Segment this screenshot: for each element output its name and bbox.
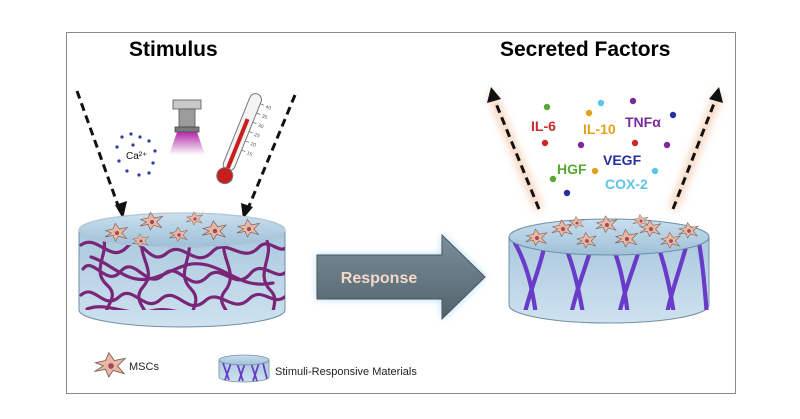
response-label: Response	[341, 270, 418, 287]
secretion-arrows	[486, 87, 724, 211]
secretion-arrow-right-head	[709, 87, 723, 103]
stimulus-arrow-right	[245, 94, 297, 212]
legend-material-icon	[218, 354, 270, 383]
cells-on-gel-right	[525, 213, 699, 249]
thermo-tick-3: 25	[253, 132, 261, 140]
factor-vegf: VEGF	[603, 152, 642, 168]
factor-il6: IL-6	[531, 118, 556, 134]
secretion-arrow-left	[493, 100, 541, 210]
secretion-arrow-left-head	[487, 87, 501, 103]
stimulus-arrows	[75, 90, 297, 219]
legend-material-label: Stimuli-Responsive Materials	[275, 366, 417, 378]
factor-dots	[541, 97, 677, 197]
light-source-icon	[169, 99, 205, 155]
diagram-canvas: Ca²⁺ 40 35 30 25 20 15	[75, 87, 724, 383]
thermometer-icon: 40 35 30 25 20 15	[216, 93, 272, 185]
legend: MSCs Stimuli-Responsive Materials	[94, 351, 417, 383]
stimulus-arrow-right-head	[241, 203, 253, 219]
factor-cox2: COX-2	[605, 176, 648, 192]
thermo-tick-1: 35	[261, 113, 269, 121]
secretion-arrow-right	[671, 100, 717, 210]
calcium-ions: Ca²⁺	[115, 132, 157, 177]
cells-on-gel-left	[104, 211, 261, 248]
stimulus-arrow-left	[75, 90, 122, 212]
legend-cells-label: MSCs	[129, 361, 159, 373]
legend-cell-icon	[94, 351, 127, 378]
calcium-label: Ca²⁺	[126, 151, 147, 162]
thermo-tick-2: 30	[257, 123, 265, 131]
stimulus-title: Stimulus	[129, 38, 218, 61]
hydrogel-aligned-fibers	[508, 213, 710, 324]
response-arrow: Response	[316, 233, 486, 321]
thermo-tick-4: 20	[249, 141, 257, 149]
factor-tnfa: TNFα	[625, 114, 661, 130]
secreted-factors: IL-6 IL-10 TNFα HGF VEGF COX-2	[531, 97, 677, 197]
factor-hgf: HGF	[557, 161, 587, 177]
figure-frame: Stimulus Secreted Factors	[66, 32, 736, 394]
thermo-tick-0: 40	[264, 104, 272, 112]
secreted-factors-title: Secreted Factors	[500, 38, 671, 61]
thermo-tick-5: 15	[246, 150, 254, 158]
factor-il10: IL-10	[583, 121, 616, 137]
hydrogel-random-fibers	[78, 211, 286, 328]
stimulus-arrow-left-head	[115, 201, 127, 219]
